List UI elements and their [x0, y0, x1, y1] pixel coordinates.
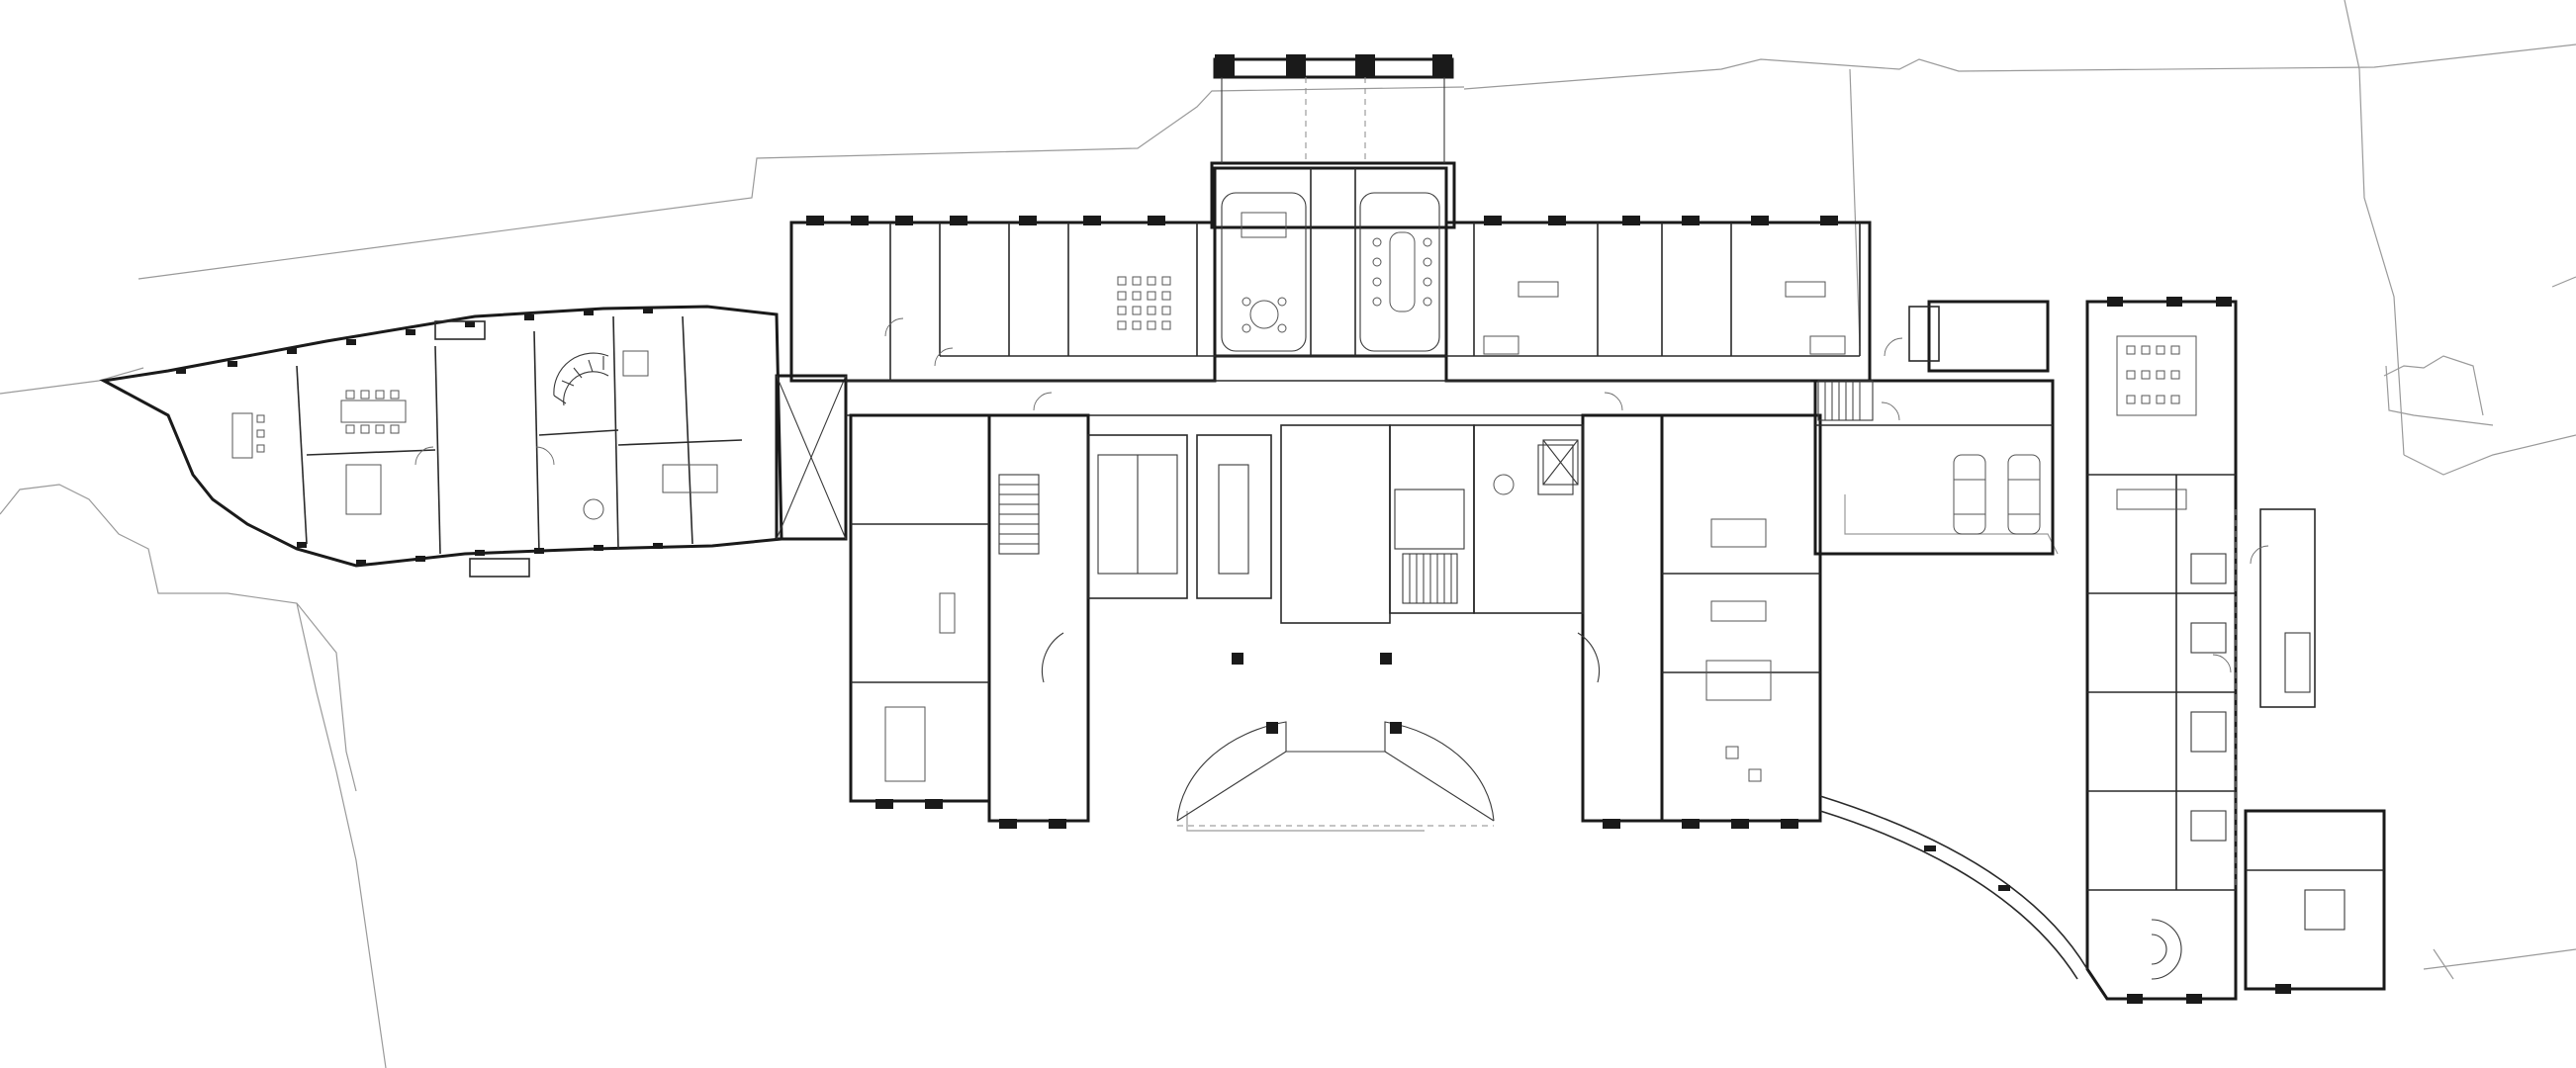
east-wing	[1813, 297, 2386, 1004]
table-icon	[884, 706, 926, 782]
table-icon	[662, 464, 718, 493]
table-icon	[345, 464, 382, 515]
main-block	[789, 54, 1872, 829]
table-icon	[1705, 660, 1772, 701]
table-icon	[1249, 300, 1279, 329]
staircase-icon	[1402, 553, 1458, 604]
table-icon	[231, 412, 253, 459]
door-swing-icon	[414, 317, 2269, 673]
table-icon	[1710, 600, 1767, 622]
chair-icon	[1242, 237, 1432, 333]
table-icon	[340, 400, 407, 423]
car-icon	[2007, 454, 2041, 535]
seating-grid	[1117, 276, 1171, 330]
north-facade-piers	[806, 216, 1838, 225]
staircase-icon	[553, 352, 609, 406]
table-icon	[622, 350, 649, 377]
staircase-icon	[998, 474, 1040, 555]
table-icon	[2116, 335, 2197, 416]
table-icon	[583, 498, 604, 520]
chair-icon	[256, 390, 400, 453]
car-icon	[1953, 454, 1986, 535]
west-wing	[99, 305, 848, 578]
staircase-icon	[1817, 380, 1874, 421]
table-icon	[1241, 212, 1287, 238]
table-icon	[1389, 231, 1416, 312]
table-icon	[1785, 281, 1826, 298]
seating-grid	[2126, 345, 2180, 404]
forecourt	[1041, 632, 1601, 827]
staircase-icon	[2151, 919, 2182, 980]
table-icon	[1518, 281, 1559, 298]
table-icon	[1710, 518, 1767, 548]
